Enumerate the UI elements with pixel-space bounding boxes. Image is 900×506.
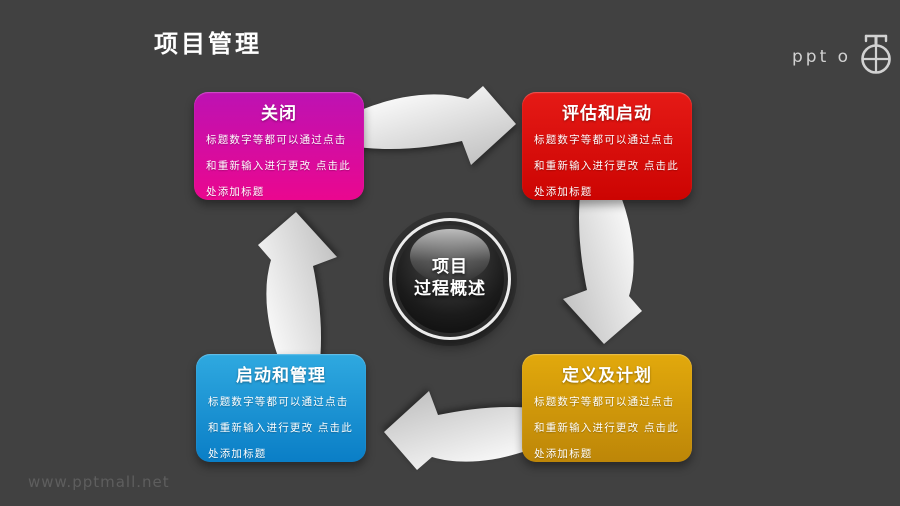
watermark-url: www.pptmall.net — [28, 473, 170, 491]
arrow-top — [356, 86, 516, 165]
process-box-title: 评估和启动 — [562, 104, 652, 124]
arrow-right — [563, 184, 642, 344]
center-circle-label: 项目 过程概述 — [396, 256, 504, 300]
process-box-start-manage: 启动和管理 标题数字等都可以通过点击 和重新输入进行更改 点击此 处添加标题 — [196, 354, 366, 462]
process-box-body: 标题数字等都可以通过点击 和重新输入进行更改 点击此 处添加标题 — [534, 396, 679, 460]
process-box-title: 关闭 — [261, 104, 297, 124]
process-box-title: 启动和管理 — [236, 366, 326, 386]
process-box-define-plan: 定义及计划 标题数字等都可以通过点击 和重新输入进行更改 点击此 处添加标题 — [522, 354, 692, 462]
arrow-bottom — [384, 391, 544, 470]
brand-logo-text: ppt o — [792, 47, 852, 67]
center-sphere: 项目 过程概述 — [396, 225, 504, 333]
process-box-evaluate-launch: 评估和启动 标题数字等都可以通过点击 和重新输入进行更改 点击此 处添加标题 — [522, 92, 692, 200]
process-box-body: 标题数字等都可以通过点击 和重新输入进行更改 点击此 处添加标题 — [534, 134, 679, 198]
process-box-body: 标题数字等都可以通过点击 和重新输入进行更改 点击此 处添加标题 — [208, 396, 353, 460]
page-title: 项目管理 — [154, 30, 262, 58]
stopwatch-icon — [861, 34, 891, 74]
center-circle: 项目 过程概述 — [389, 218, 511, 340]
brand-logo: ppt o — [792, 30, 897, 76]
process-box-close: 关闭 标题数字等都可以通过点击 和重新输入进行更改 点击此 处添加标题 — [194, 92, 364, 200]
center-circle-line2: 过程概述 — [414, 279, 486, 300]
process-box-body: 标题数字等都可以通过点击 和重新输入进行更改 点击此 处添加标题 — [206, 134, 351, 198]
process-box-title: 定义及计划 — [562, 366, 652, 386]
arrow-left — [258, 212, 337, 372]
center-circle-line1: 项目 — [432, 257, 468, 278]
